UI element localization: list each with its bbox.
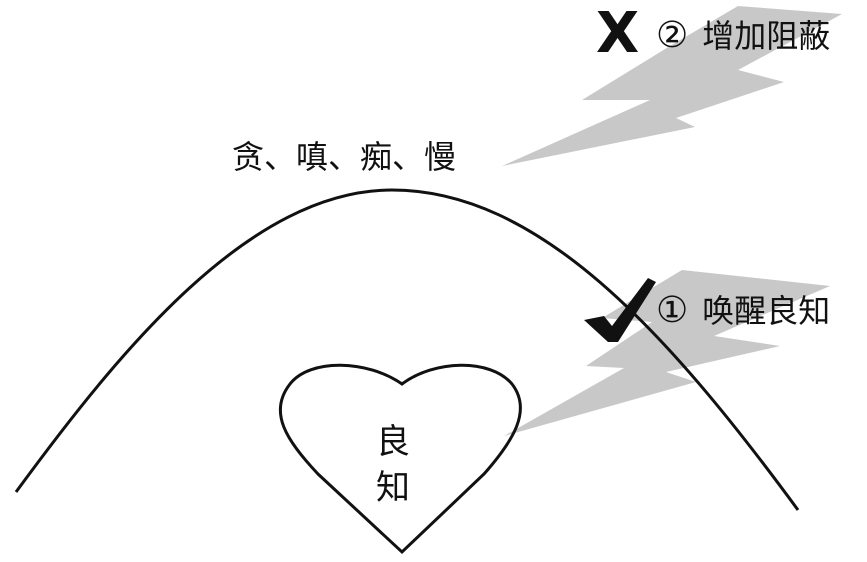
awaken-conscience-label: 唤醒良知 — [702, 292, 831, 330]
mountain-curve — [14, 188, 800, 511]
obstacles-label: 贪、嗔、痴、慢 — [232, 138, 457, 176]
lightning-bolt-top-icon — [502, 6, 842, 166]
circled-number-2: ② — [656, 15, 689, 56]
lightning-bolt-bottom-icon — [504, 270, 830, 436]
good-option: ① 唤醒良知 — [656, 293, 830, 329]
bad-option: ② 增加阻蔽 — [656, 18, 830, 54]
heart-label-line1: 良 — [376, 422, 410, 462]
circled-number-1: ① — [656, 290, 689, 331]
increase-obscuration-label: 增加阻蔽 — [702, 17, 831, 55]
heart-label: 良 知 — [376, 420, 410, 512]
heart-shape — [278, 363, 522, 555]
check-mark-icon — [584, 278, 656, 342]
heart-label-line2: 知 — [376, 467, 410, 508]
x-mark-icon: X — [596, 1, 640, 66]
